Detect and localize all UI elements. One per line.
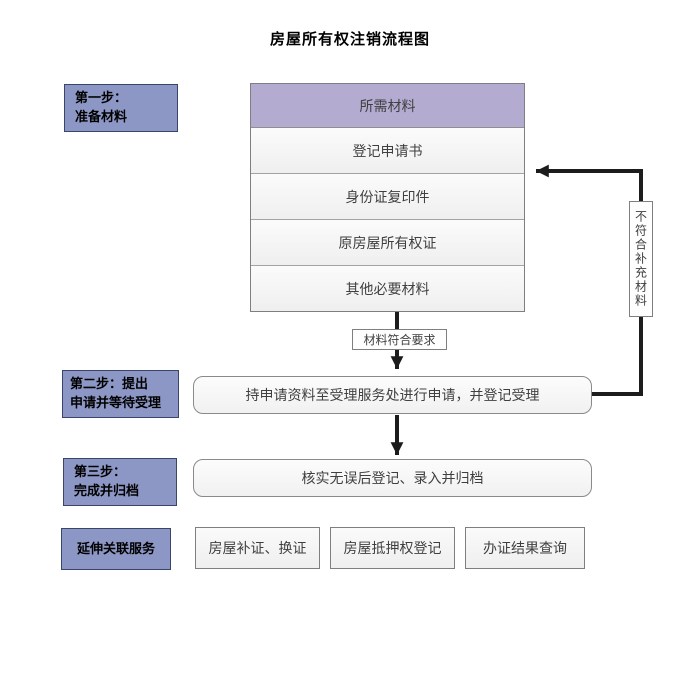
materials-table: 所需材料 登记申请书 身份证复印件 原房屋所有权证 其他必要材料 bbox=[250, 83, 525, 312]
services-label-box: 延伸关联服务 bbox=[61, 528, 171, 570]
feedback-loop-arrow bbox=[536, 164, 643, 396]
step1-label-box: 第一步： 准备材料 bbox=[64, 84, 178, 132]
materials-header: 所需材料 bbox=[251, 84, 524, 128]
material-item-2: 身份证复印件 bbox=[251, 174, 524, 220]
step2-label-box: 第二步：提出 申请并等待受理 bbox=[62, 370, 179, 418]
material-item-4: 其他必要材料 bbox=[251, 266, 524, 311]
page-title: 房屋所有权注销流程图 bbox=[269, 30, 430, 48]
service-item-reissue: 房屋补证、换证 bbox=[195, 527, 320, 569]
step3-line1: 第三步： bbox=[74, 465, 127, 480]
material-item-3: 原房屋所有权证 bbox=[251, 220, 524, 266]
step2-line2: 申请并等待受理 bbox=[70, 396, 162, 411]
step3-label-box: 第三步： 完成并归档 bbox=[63, 458, 177, 506]
process-box-archive: 核实无误后登记、录入并归档 bbox=[193, 459, 592, 497]
material-item-1: 登记申请书 bbox=[251, 128, 524, 174]
step1-line1: 第一步： bbox=[75, 91, 128, 106]
step1-line2: 准备材料 bbox=[75, 110, 128, 125]
service-item-mortgage: 房屋抵押权登记 bbox=[330, 527, 455, 569]
step2-line1: 第二步：提出 bbox=[70, 377, 149, 392]
condition-fail-label: 不符合补充材料 bbox=[629, 201, 653, 317]
process-box-apply: 持申请资料至受理服务处进行申请，并登记受理 bbox=[193, 376, 592, 414]
condition-ok-label: 材料符合要求 bbox=[352, 329, 447, 350]
service-item-result-query: 办证结果查询 bbox=[465, 527, 585, 569]
step3-line2: 完成并归档 bbox=[74, 484, 140, 499]
